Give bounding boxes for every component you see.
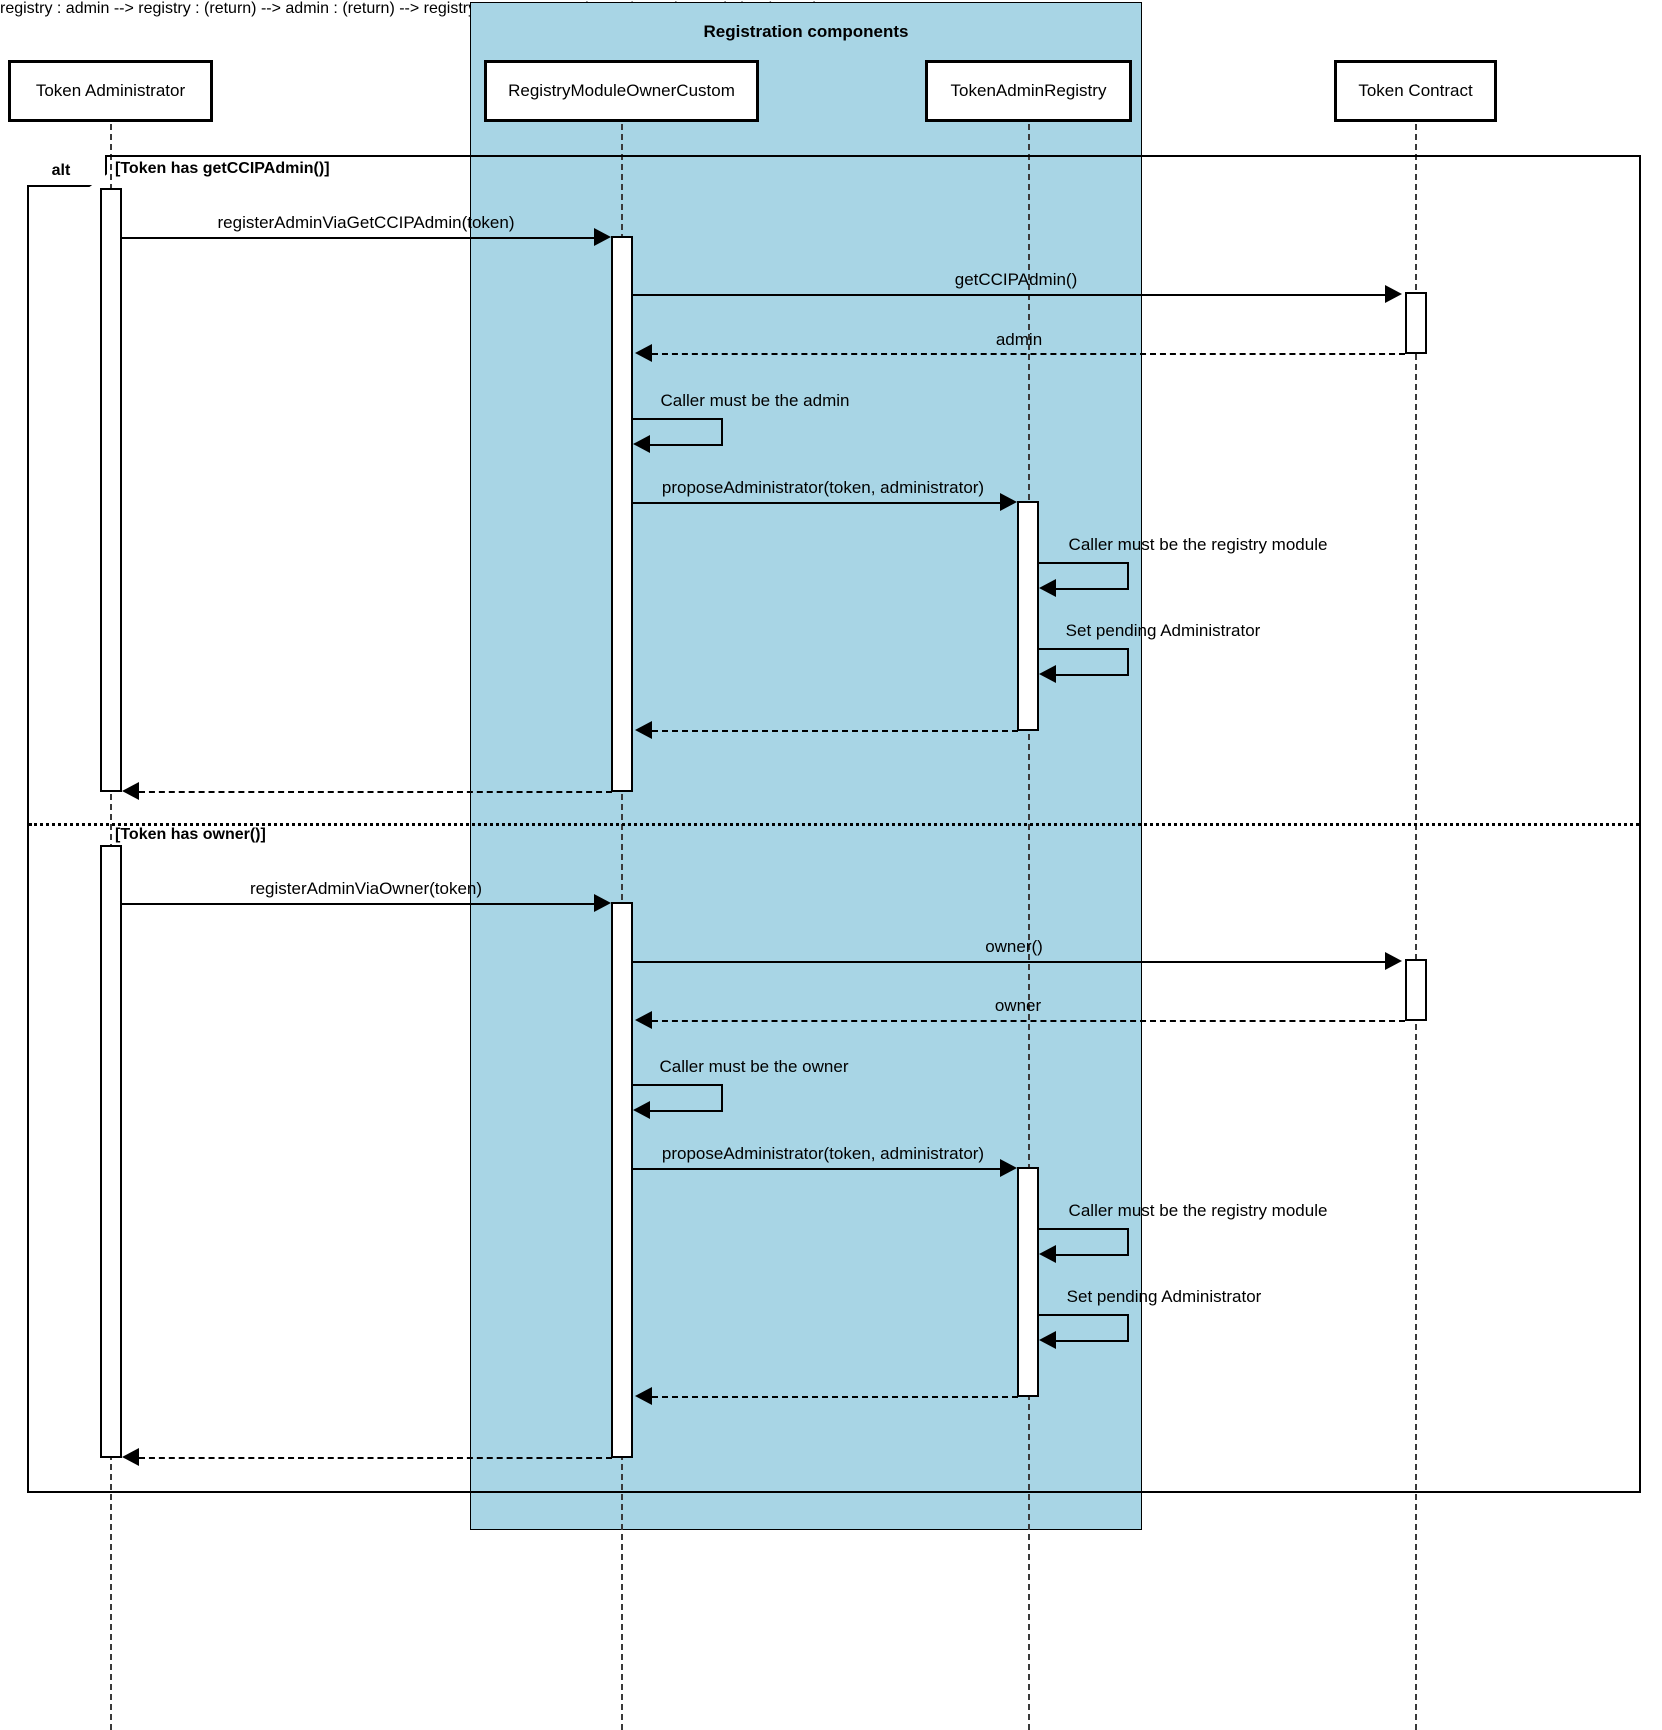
- selfcall-bottom-m15: [1056, 1254, 1129, 1256]
- activation-tokencontract-2: [1405, 959, 1427, 1021]
- message-label-m3: admin: [995, 330, 1043, 349]
- message-line-m10: [122, 903, 594, 905]
- message-label-m4: Caller must be the admin: [660, 391, 850, 410]
- message-label-m10: registerAdminViaOwner(token): [249, 879, 483, 898]
- participant-label: RegistryModuleOwnerCustom: [508, 81, 735, 100]
- activation-tokenadminregistry-2: [1017, 1167, 1039, 1397]
- participant-label: Token Administrator: [35, 81, 186, 100]
- activation-registry-1: [611, 236, 633, 792]
- message-line-m8: [652, 730, 1018, 732]
- alt-operator-tab: [27, 155, 107, 187]
- selfcall-top-m4: [633, 418, 723, 420]
- selfcall-top-m7: [1039, 648, 1129, 650]
- alt-guard-1: [Token has getCCIPAdmin()]: [115, 160, 330, 177]
- activation-tokenadminregistry-1: [1017, 501, 1039, 731]
- message-arrowhead-m8: [635, 721, 652, 739]
- message-arrowhead-m5: [1000, 493, 1017, 511]
- message-arrowhead-m10: [594, 894, 611, 912]
- selfcall-side-m15: [1127, 1228, 1129, 1254]
- message-line-m12: [652, 1020, 1405, 1022]
- activation-registry-2: [611, 902, 633, 1458]
- participant-label: Token Contract: [1358, 81, 1473, 100]
- selfcall-side-m7: [1127, 648, 1129, 674]
- selfcall-top-m16: [1039, 1314, 1129, 1316]
- lifeline-tokencontract: [1415, 124, 1417, 1730]
- alt-guard-2: [Token has owner()]: [115, 826, 266, 843]
- selfcall-top-m13: [633, 1084, 723, 1086]
- selfcall-bottom-m7: [1056, 674, 1129, 676]
- message-line-m11: [633, 961, 1385, 963]
- alt-operator-label: alt: [51, 162, 71, 179]
- participant-token-administrator[interactable]: Token Administrator: [8, 60, 213, 122]
- activation-admin-1: [100, 188, 122, 792]
- selfcall-bottom-m16: [1056, 1340, 1129, 1342]
- message-arrowhead-m18: [122, 1448, 139, 1466]
- message-arrowhead-m3: [635, 344, 652, 362]
- alt-branch-separator: [29, 823, 1639, 826]
- message-line-m1: [122, 237, 594, 239]
- message-label-m1: registerAdminViaGetCCIPAdmin(token): [217, 213, 515, 232]
- message-label-m11: owner(): [985, 937, 1043, 956]
- activation-admin-2: [100, 845, 122, 1458]
- message-label-m16: Set pending Administrator: [1066, 1287, 1262, 1306]
- activation-tokencontract-1: [1405, 292, 1427, 354]
- message-arrowhead-m1: [594, 228, 611, 246]
- selfcall-arrowhead-m15: [1039, 1245, 1056, 1263]
- lifeline-tokenadminregistry: [1028, 124, 1030, 1730]
- message-arrowhead-m14: [1000, 1159, 1017, 1177]
- selfcall-side-m13: [721, 1084, 723, 1110]
- participant-tokencontract[interactable]: Token Contract: [1334, 60, 1497, 122]
- selfcall-arrowhead-m7: [1039, 665, 1056, 683]
- message-label-m12: owner: [994, 996, 1042, 1015]
- selfcall-arrowhead-m4: [633, 435, 650, 453]
- selfcall-top-m6: [1039, 562, 1129, 564]
- selfcall-bottom-m13: [650, 1110, 723, 1112]
- selfcall-arrowhead-m13: [633, 1101, 650, 1119]
- participant-tokenadminregistry[interactable]: TokenAdminRegistry: [925, 60, 1132, 122]
- message-label-m15: Caller must be the registry module: [1068, 1201, 1328, 1220]
- message-arrowhead-m11: [1385, 952, 1402, 970]
- selfcall-arrowhead-m6: [1039, 579, 1056, 597]
- message-arrowhead-m12: [635, 1011, 652, 1029]
- message-line-m17: [652, 1396, 1018, 1398]
- participant-registrymoduleownercustom[interactable]: RegistryModuleOwnerCustom: [484, 60, 759, 122]
- selfcall-side-m16: [1127, 1314, 1129, 1340]
- message-label-m2: getCCIPAdmin(): [954, 270, 1078, 289]
- message-label-m14: proposeAdministrator(token, administrato…: [661, 1144, 985, 1163]
- message-line-m9: [139, 791, 612, 793]
- selfcall-bottom-m6: [1056, 588, 1129, 590]
- message-line-m2: [633, 294, 1385, 296]
- message-label-m6: Caller must be the registry module: [1068, 535, 1328, 554]
- message-arrowhead-m17: [635, 1387, 652, 1405]
- selfcall-bottom-m4: [650, 444, 723, 446]
- message-arrowhead-m2: [1385, 285, 1402, 303]
- message-line-m5: [633, 502, 1001, 504]
- group-title: Registration components: [703, 22, 909, 41]
- message-line-m3: [652, 353, 1405, 355]
- message-label-m7: Set pending Administrator: [1065, 621, 1261, 640]
- alt-fragment: [27, 155, 1641, 1493]
- message-label-m5: proposeAdministrator(token, administrato…: [661, 478, 985, 497]
- selfcall-arrowhead-m16: [1039, 1331, 1056, 1349]
- message-line-m14: [633, 1168, 1001, 1170]
- selfcall-top-m15: [1039, 1228, 1129, 1230]
- selfcall-side-m6: [1127, 562, 1129, 588]
- message-label-m13: Caller must be the owner: [659, 1057, 849, 1076]
- message-arrowhead-m9: [122, 782, 139, 800]
- participant-label: TokenAdminRegistry: [950, 81, 1107, 100]
- message-line-m18: [139, 1457, 612, 1459]
- selfcall-side-m4: [721, 418, 723, 444]
